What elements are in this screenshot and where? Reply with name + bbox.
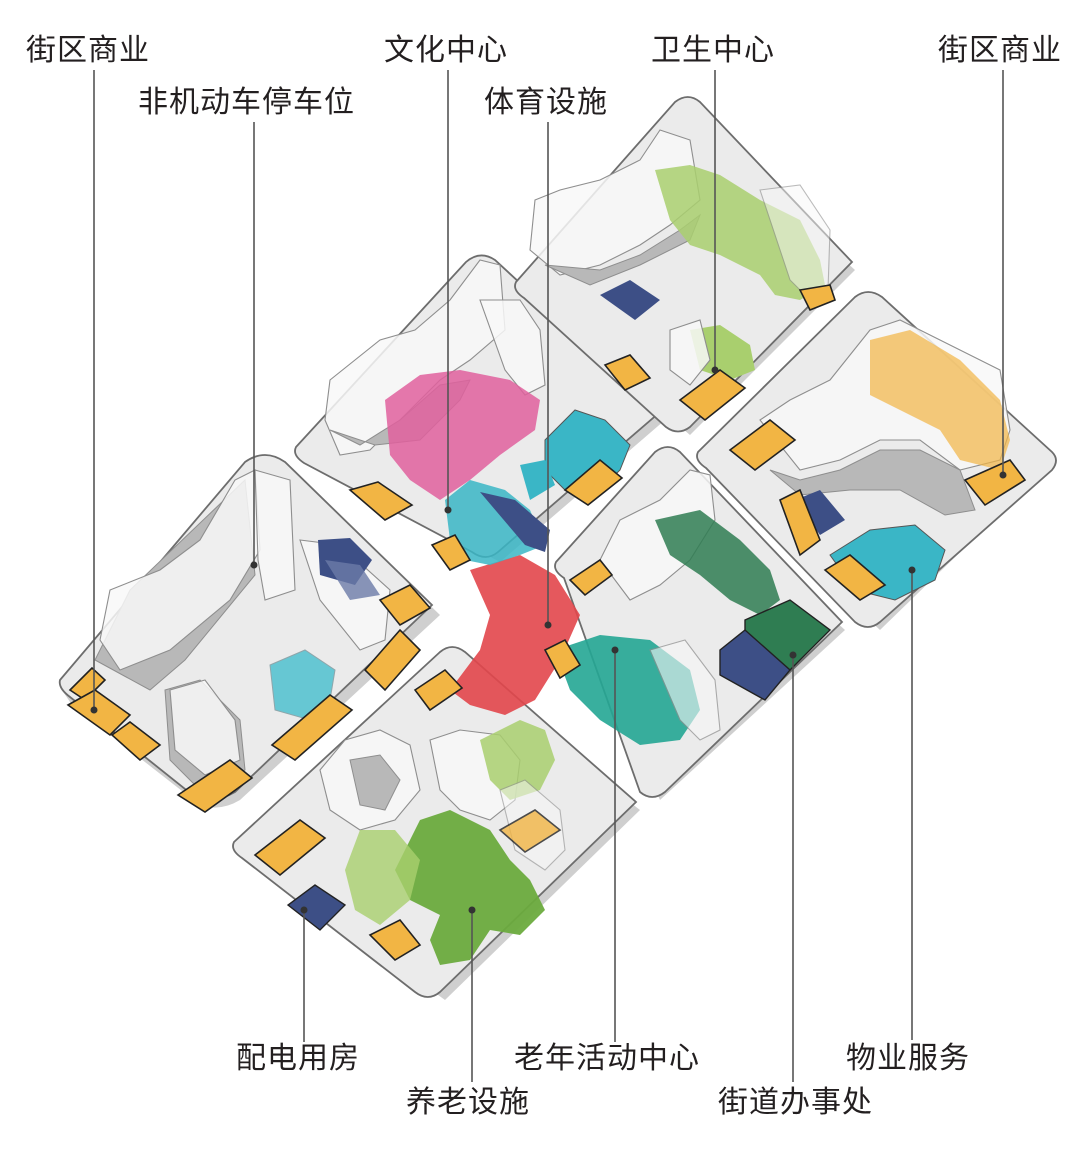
label-power-room: 配电用房 [236, 1041, 360, 1076]
label-bike-parking: 非机动车停车位 [138, 85, 355, 120]
label-culture-center: 文化中心 [384, 33, 508, 68]
label-subdistrict-office: 街道办事处 [718, 1085, 873, 1120]
label-health-center: 卫生中心 [651, 33, 775, 68]
label-elderly-facility: 养老设施 [406, 1085, 530, 1120]
label-top-left-commerce: 街区商业 [26, 33, 150, 68]
label-top-right-commerce: 街区商业 [938, 33, 1062, 68]
central-plaza [450, 555, 580, 715]
label-property-service: 物业服务 [846, 1041, 970, 1076]
label-senior-activity-center: 老年活动中心 [514, 1041, 700, 1076]
label-sports-facility: 体育设施 [484, 85, 608, 120]
